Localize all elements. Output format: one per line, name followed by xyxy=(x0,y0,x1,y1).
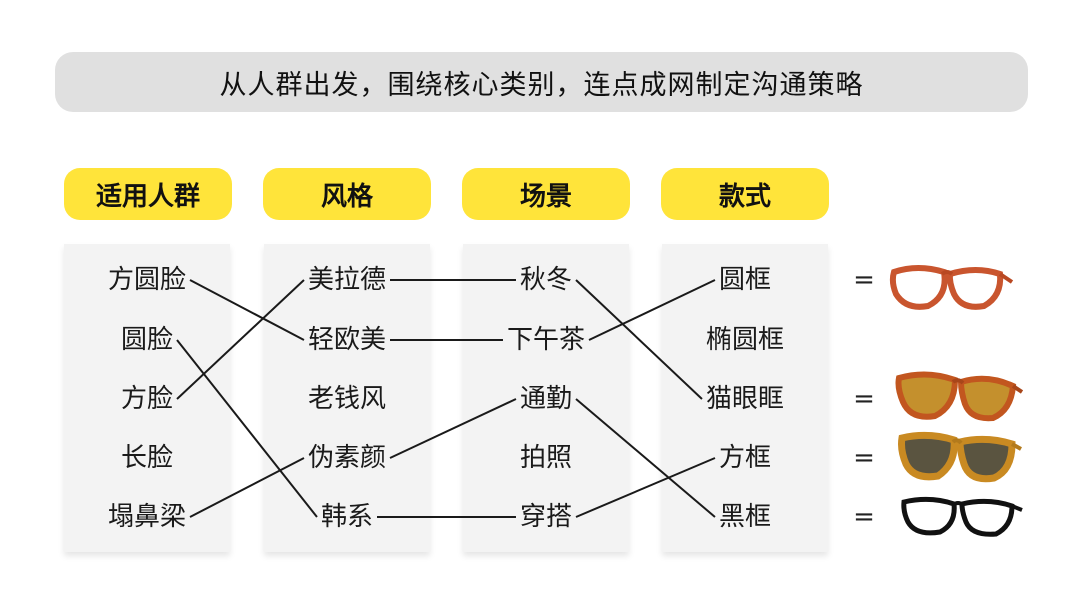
page-title: 从人群出发，围绕核心类别，连点成网制定沟通策略 xyxy=(219,69,864,101)
cateye-sunglasses-tortoise-icon xyxy=(895,371,1023,422)
crowd-item: 方脸 xyxy=(120,384,173,414)
column-frame: 圆框 椭圆框 猫眼眶 方框 黑框 xyxy=(662,244,828,552)
column-style: 美拉德 轻欧美 老钱风 伪素颜 韩系 xyxy=(264,244,430,552)
header-scene: 场景 xyxy=(462,168,630,220)
round-glasses-tortoise-icon xyxy=(889,265,1014,310)
column-crowd: 方圆脸 圆脸 方脸 长脸 塌鼻梁 xyxy=(64,244,230,552)
connection-line xyxy=(575,398,716,518)
frame-item: 椭圆框 xyxy=(705,325,784,355)
header-crowd: 适用人群 xyxy=(64,168,232,220)
scene-item: 穿搭 xyxy=(519,502,572,532)
connection-line xyxy=(189,279,305,341)
equals-sign: = xyxy=(853,502,875,532)
scene-item: 秋冬 xyxy=(519,265,572,295)
equals-sign: = xyxy=(853,384,875,414)
connection-line xyxy=(575,457,716,518)
connection-line xyxy=(588,279,716,341)
header-frame: 款式 xyxy=(661,168,829,220)
page-title-banner: 从人群出发，围绕核心类别，连点成网制定沟通策略 xyxy=(55,52,1028,112)
scene-item: 通勤 xyxy=(519,384,572,414)
frame-item: 黑框 xyxy=(718,502,771,532)
connection-line xyxy=(575,279,703,400)
equals-sign: = xyxy=(853,265,875,295)
square-sunglasses-amber-icon xyxy=(898,431,1022,483)
style-item: 伪素颜 xyxy=(307,443,386,473)
connection-line xyxy=(176,279,305,400)
frame-item: 圆框 xyxy=(718,265,771,295)
style-item: 韩系 xyxy=(320,502,373,532)
style-item: 美拉德 xyxy=(307,265,386,295)
scene-item: 下午茶 xyxy=(506,325,585,355)
crowd-item: 圆脸 xyxy=(120,325,173,355)
equals-sign: = xyxy=(853,443,875,473)
black-frame-glasses-icon xyxy=(901,496,1023,537)
frame-item: 方框 xyxy=(718,443,771,473)
header-style: 风格 xyxy=(263,168,431,220)
connection-line xyxy=(389,398,517,459)
frame-item: 猫眼眶 xyxy=(705,384,784,414)
style-item: 轻欧美 xyxy=(307,325,386,355)
crowd-item: 方圆脸 xyxy=(107,265,186,295)
connection-line xyxy=(176,339,318,518)
scene-item: 拍照 xyxy=(519,443,572,473)
connection-line xyxy=(189,457,305,518)
style-item: 老钱风 xyxy=(307,384,386,414)
crowd-item: 塌鼻梁 xyxy=(107,502,186,532)
crowd-item: 长脸 xyxy=(120,443,173,473)
column-scene: 秋冬 下午茶 通勤 拍照 穿搭 xyxy=(463,244,629,552)
